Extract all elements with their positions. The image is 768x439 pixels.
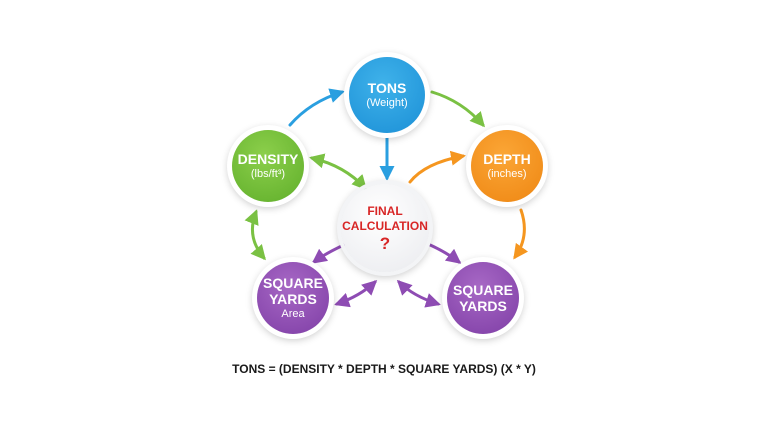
arrow-final-to-square-yards bbox=[426, 242, 462, 264]
depth-title: DEPTH bbox=[483, 151, 531, 167]
arrow-tons-to-depth bbox=[430, 90, 485, 128]
question-mark: ? bbox=[379, 233, 391, 253]
density-title: DENSITY bbox=[237, 151, 299, 167]
tons-title: TONS bbox=[367, 80, 407, 96]
depth-node: DEPTH (inches) bbox=[471, 130, 543, 202]
density-subtitle: (lbs/ft³) bbox=[250, 168, 286, 180]
tons-node: TONS (Weight) bbox=[349, 57, 425, 133]
square-yards-area-node: SQUARE YARDS Area bbox=[257, 262, 329, 334]
square-yards-line1: SQUARE bbox=[453, 282, 513, 298]
final-title-line1: FINAL bbox=[367, 203, 403, 218]
square-yards-line2: YARDS bbox=[459, 298, 507, 314]
arrow-density-final bbox=[309, 153, 368, 191]
density-node: DENSITY (lbs/ft³) bbox=[232, 130, 304, 202]
square-yards-node: SQUARE YARDS bbox=[447, 262, 519, 334]
square-yards-area-subtitle: Area bbox=[281, 308, 305, 320]
tons-subtitle: (Weight) bbox=[366, 97, 408, 109]
arrow-final-to-depth bbox=[408, 150, 466, 184]
final-calculation-node: FINAL CALCULATION ? bbox=[341, 184, 429, 272]
final-title-line2: CALCULATION bbox=[342, 218, 428, 233]
depth-subtitle: (inches) bbox=[487, 168, 527, 180]
arrow-density-to-tons bbox=[288, 88, 345, 127]
arrow-depth-to-square-yards bbox=[513, 208, 529, 260]
arrow-final-to-square-yards-area bbox=[311, 242, 348, 264]
square-yards-area-line1: SQUARE bbox=[263, 275, 323, 291]
formula-text: TONS = (DENSITY * DEPTH * SQUARE YARDS) … bbox=[232, 362, 536, 376]
arrow-density-square-yards-area bbox=[244, 209, 266, 261]
arrow-final-square-yards bbox=[396, 279, 441, 308]
arrow-square-yards-area-final bbox=[334, 279, 378, 308]
square-yards-area-line2: YARDS bbox=[269, 291, 317, 307]
